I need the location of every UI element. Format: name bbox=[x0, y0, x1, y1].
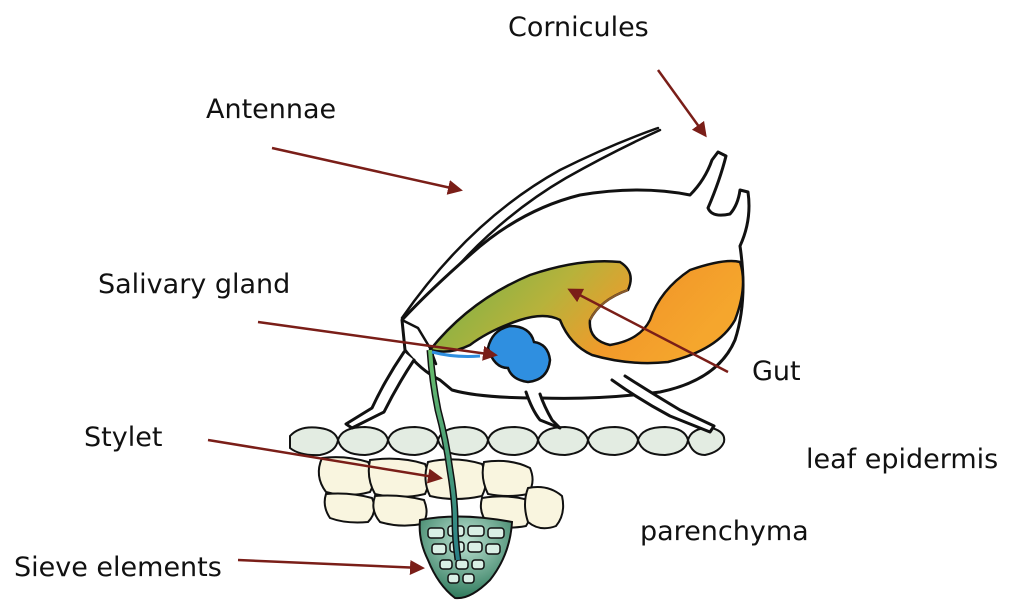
label-salivary-gland: Salivary gland bbox=[98, 269, 290, 300]
label-gut: Gut bbox=[752, 356, 801, 387]
arrow-antennae bbox=[272, 148, 460, 190]
sieve-elements bbox=[420, 516, 512, 598]
arrow-cornicules bbox=[658, 70, 705, 135]
arrow-sieve-elements bbox=[238, 560, 422, 568]
label-sieve-elements: Sieve elements bbox=[14, 552, 222, 583]
label-antennae: Antennae bbox=[206, 94, 336, 125]
label-parenchyma: parenchyma bbox=[640, 516, 809, 547]
label-leaf-epidermis: leaf epidermis bbox=[806, 444, 998, 475]
label-cornicules: Cornicules bbox=[508, 12, 649, 43]
leaf-epidermis-layer bbox=[290, 427, 724, 455]
label-stylet: Stylet bbox=[84, 422, 162, 453]
